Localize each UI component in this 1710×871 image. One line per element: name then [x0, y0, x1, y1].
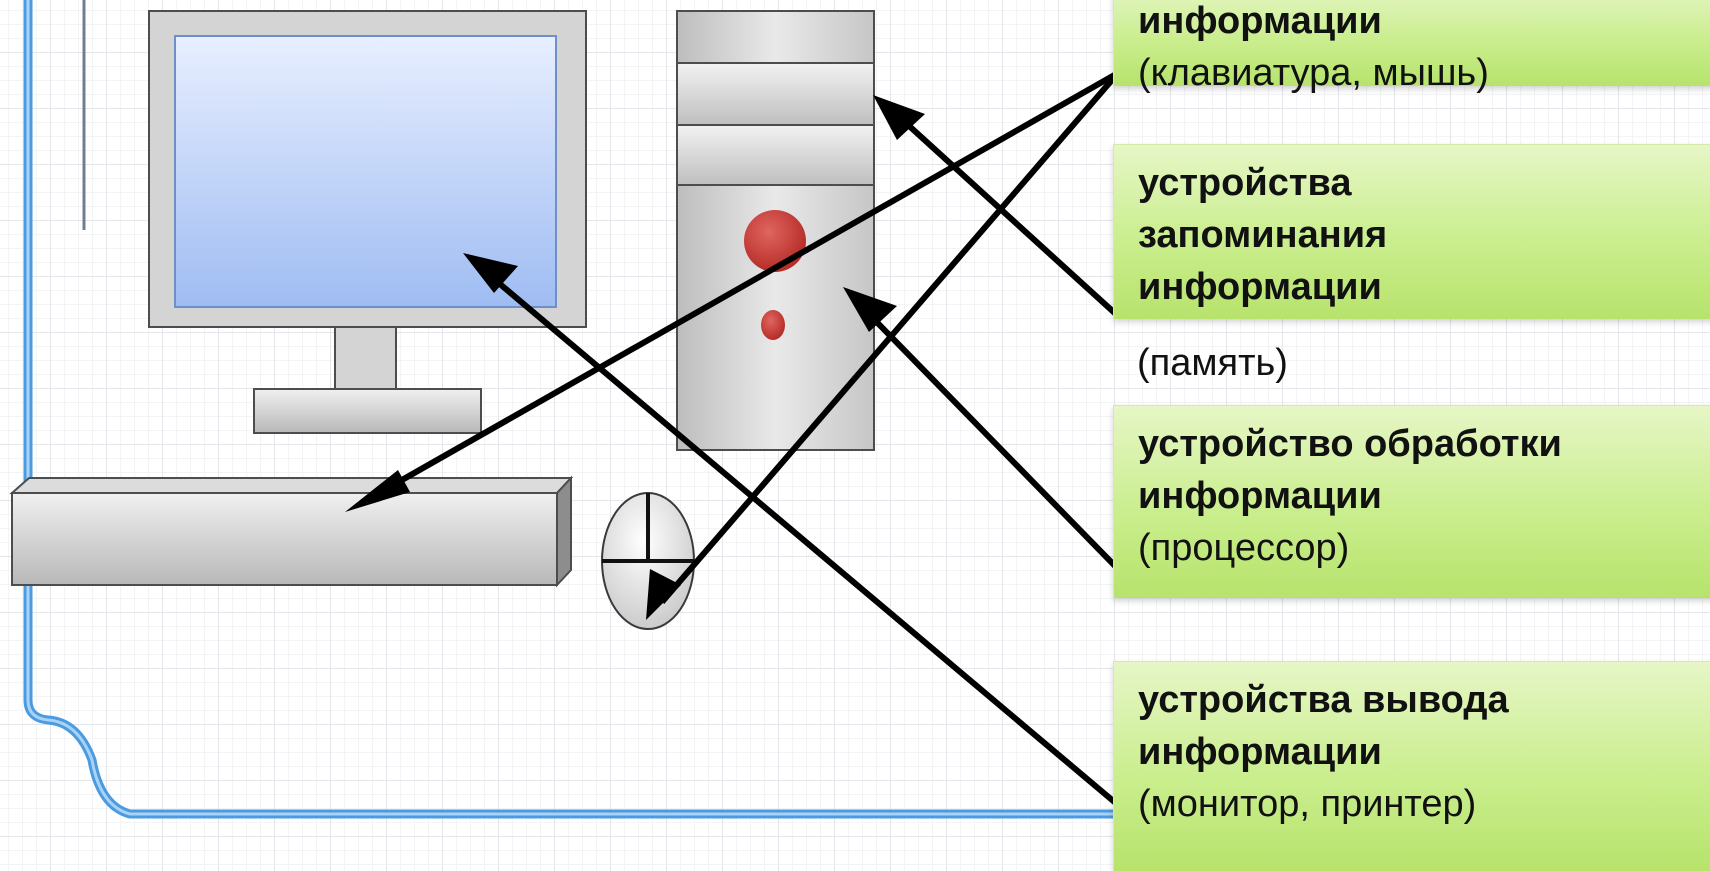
arrow-to-keyboard — [370, 70, 1120, 500]
label-processing-device: устройство обработки информации (процесс… — [1113, 405, 1710, 598]
label-processing-title: устройство обработки информации — [1138, 423, 1562, 517]
label-input-devices: информации (клавиатура, мышь) — [1113, 0, 1710, 94]
label-processing-note: (процессор) — [1138, 527, 1350, 569]
label-output-devices: устройства вывода информации (монитор, п… — [1113, 661, 1710, 871]
keyboard-icon — [9, 475, 574, 588]
connector-arrows — [370, 70, 1121, 808]
label-memory-title: устройства запоминания информации — [1138, 162, 1388, 308]
arrowhead-mouse — [646, 569, 681, 620]
arrowhead-drive-bay — [873, 95, 925, 140]
power-button-icon — [744, 210, 806, 272]
arrow-to-processor — [861, 306, 1121, 572]
arrowhead-screen — [463, 253, 518, 293]
label-memory-devices: устройства запоминания информации — [1113, 144, 1710, 319]
label-memory-note: (память) — [1137, 342, 1288, 384]
monitor-icon — [148, 10, 587, 434]
arrow-heads — [345, 95, 925, 620]
arrow-to-screen — [492, 276, 1120, 808]
label-input-note: (клавиатура, мышь) — [1138, 52, 1489, 94]
label-output-title: устройства вывода информации — [1138, 679, 1509, 773]
slide-frame — [23, 0, 1115, 819]
arrow-to-drive-bay — [893, 111, 1121, 319]
label-input-title: информации — [1138, 0, 1382, 42]
label-output-note: (монитор, принтер) — [1138, 783, 1477, 825]
arrowhead-processor — [843, 287, 897, 332]
power-indicator-icon — [761, 310, 785, 340]
arrowhead-keyboard — [345, 470, 410, 512]
